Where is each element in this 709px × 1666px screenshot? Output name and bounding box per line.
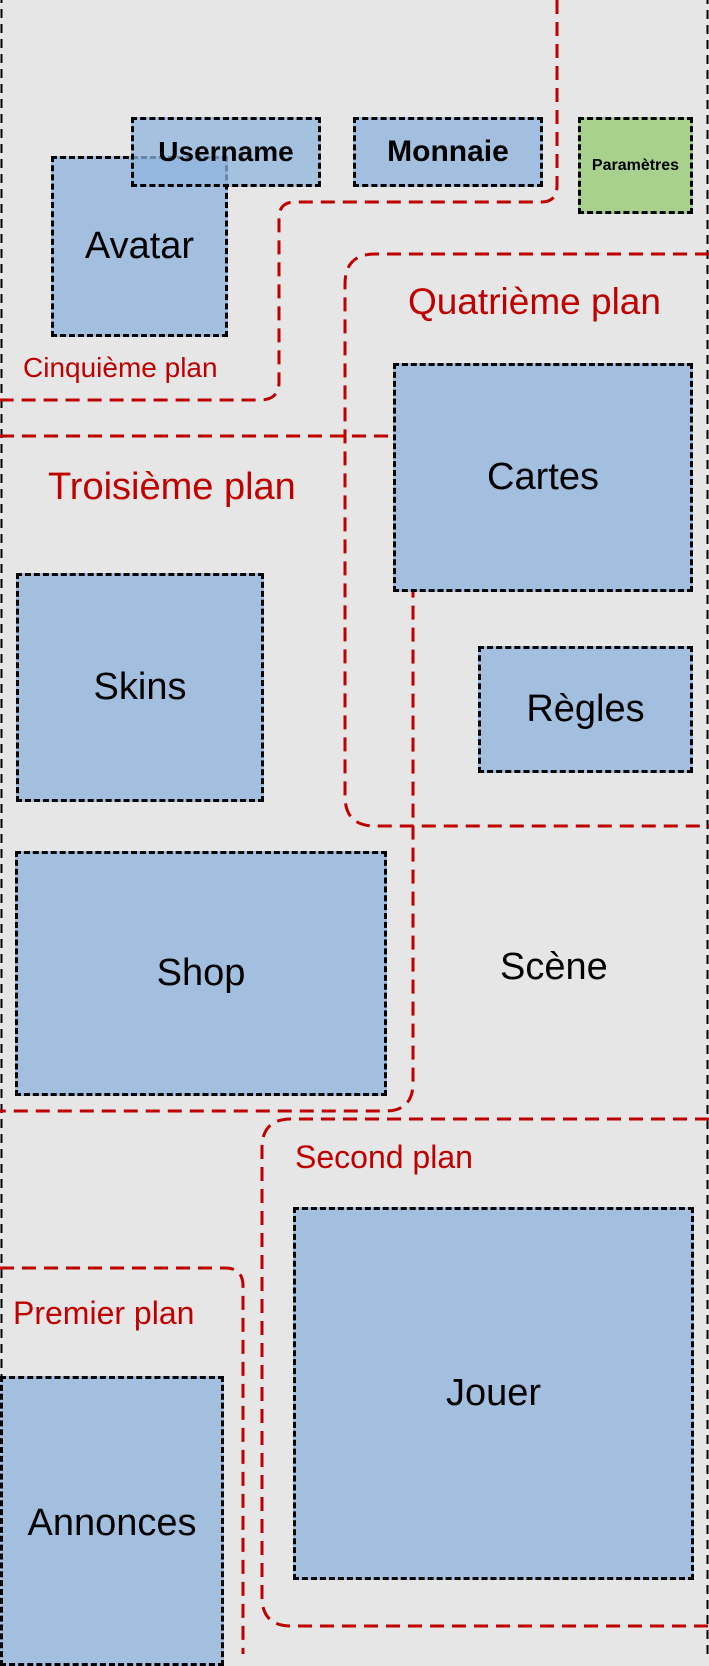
zone-label-quatrieme: Quatrième plan — [408, 281, 661, 322]
username-box: Username — [131, 117, 321, 187]
parametres-label: Paramètres — [591, 156, 680, 174]
annonces-box: Annonces — [0, 1376, 224, 1666]
zone-label-premier: Premier plan — [13, 1295, 195, 1331]
cartes-label: Cartes — [487, 456, 599, 498]
regles-box: Règles — [478, 646, 693, 773]
monnaie-label: Monnaie — [387, 135, 509, 168]
parametres-box: Paramètres — [578, 117, 693, 214]
annonces-label: Annonces — [27, 1502, 197, 1544]
username-label: Username — [158, 136, 294, 167]
regles-label: Règles — [526, 688, 645, 730]
shop-label: Shop — [156, 952, 246, 994]
shop-box: Shop — [15, 851, 387, 1096]
cartes-box: Cartes — [393, 363, 693, 592]
zone-label-second: Second plan — [295, 1139, 473, 1175]
monnaie-box: Monnaie — [353, 117, 543, 187]
avatar-label: Avatar — [84, 225, 195, 267]
skins-box: Skins — [16, 573, 264, 802]
jouer-box: Jouer — [293, 1207, 694, 1580]
scene-label: Scène — [500, 946, 608, 988]
skins-label: Skins — [93, 666, 187, 708]
zone-label-troisieme: Troisième plan — [48, 466, 296, 508]
jouer-label: Jouer — [445, 1372, 542, 1414]
zone-label-cinquieme: Cinquième plan — [23, 352, 218, 383]
